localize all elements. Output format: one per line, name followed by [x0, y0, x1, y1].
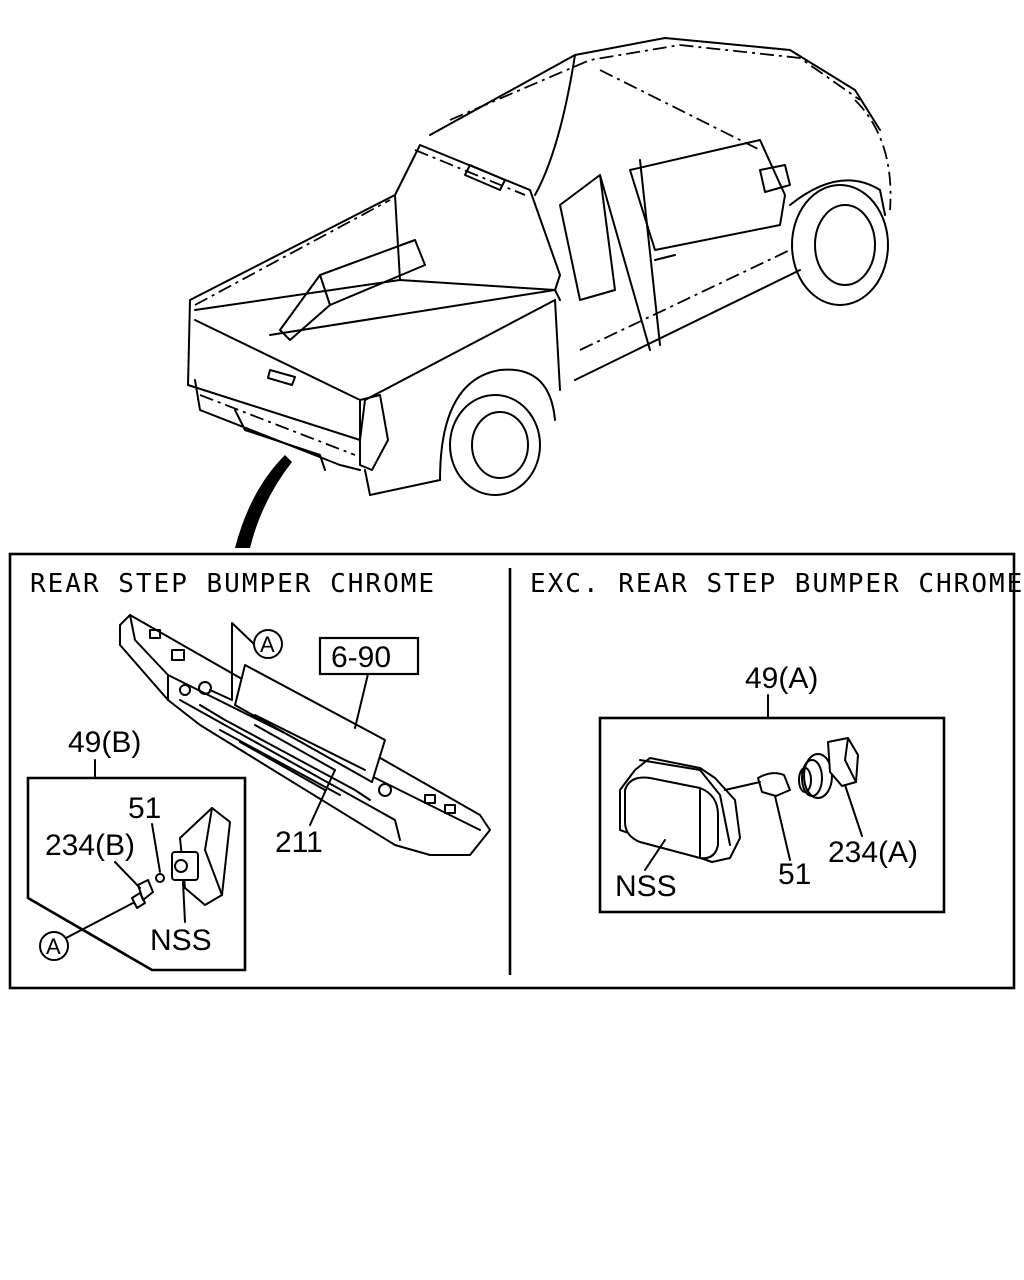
diagram-frame — [8, 552, 1016, 990]
left-panel-title: REAR STEP BUMPER CHROME — [30, 569, 436, 599]
right-bulb-number: 51 — [778, 858, 811, 891]
right-lamp-drawing — [619, 737, 859, 863]
left-assembly-number: 49(B) — [68, 726, 141, 759]
left-assembly-box — [26, 776, 247, 972]
ref-a-top-label: A — [260, 632, 275, 657]
bumper-part-number: 211 — [275, 826, 323, 859]
ref-a-bottom-circle — [39, 931, 69, 961]
right-panel-title: EXC. REAR STEP BUMPER CHROME — [530, 569, 1024, 599]
rear-bumper-drawing — [119, 614, 491, 856]
ref-a-bottom-label: A — [46, 934, 61, 959]
reference-label: 6-90 — [331, 641, 391, 674]
left-lamp-label: NSS — [150, 924, 212, 957]
left-bulb-number: 51 — [128, 792, 161, 825]
pickup-truck-illustration — [187, 37, 892, 548]
right-socket-number: 234(A) — [828, 836, 918, 869]
left-socket-number: 234(B) — [45, 829, 135, 862]
right-lamp-label: NSS — [615, 870, 677, 903]
left-lamp-drawing — [131, 807, 231, 909]
left-panel: REAR STEP BUMPER CHROME 6-90 — [26, 569, 491, 972]
right-assembly-number: 49(A) — [745, 662, 818, 695]
right-panel: EXC. REAR STEP BUMPER CHROME 49(A) NSS 5… — [530, 569, 1024, 914]
right-assembly-box — [598, 716, 946, 914]
